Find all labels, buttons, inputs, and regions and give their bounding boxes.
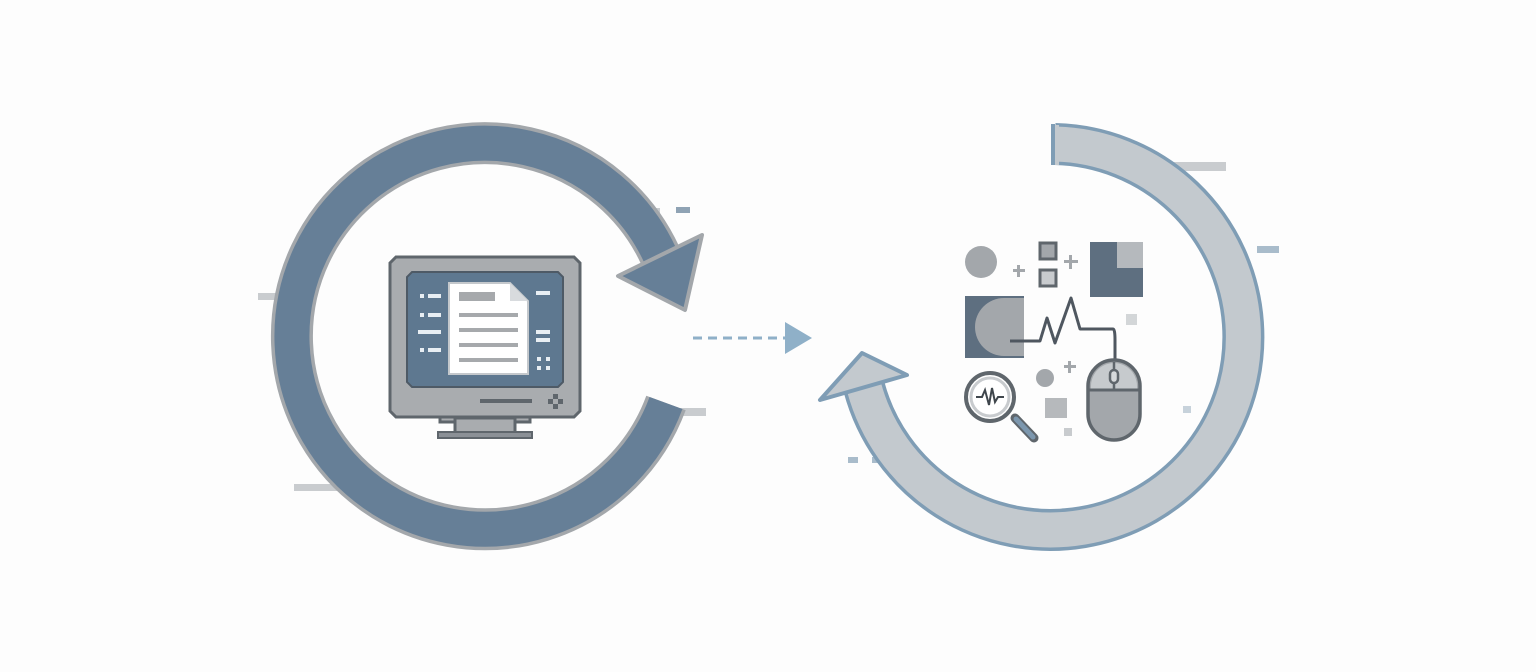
data-signal-mouse-icon xyxy=(964,241,1143,443)
plus-icon xyxy=(1013,255,1078,373)
magnifier-waveform-icon xyxy=(964,371,1039,443)
monitor-document-icon xyxy=(388,255,582,439)
left-cycle-arrow xyxy=(270,122,704,551)
right-arrowhead xyxy=(818,351,909,402)
half-circle-block-icon xyxy=(965,296,1024,358)
monitor-buttons xyxy=(548,394,563,409)
connector-arrow xyxy=(693,322,812,354)
monitor-slot xyxy=(480,399,532,403)
document-icon xyxy=(448,282,529,375)
right-cycle-arrow xyxy=(818,123,1265,551)
mouse-icon xyxy=(1086,358,1142,442)
screen-ui-lines xyxy=(418,291,550,370)
circle-shape-icon xyxy=(965,246,997,278)
left-arrowhead xyxy=(616,233,704,312)
corner-square-icon xyxy=(1090,242,1143,297)
signal-wire xyxy=(1010,296,1117,370)
